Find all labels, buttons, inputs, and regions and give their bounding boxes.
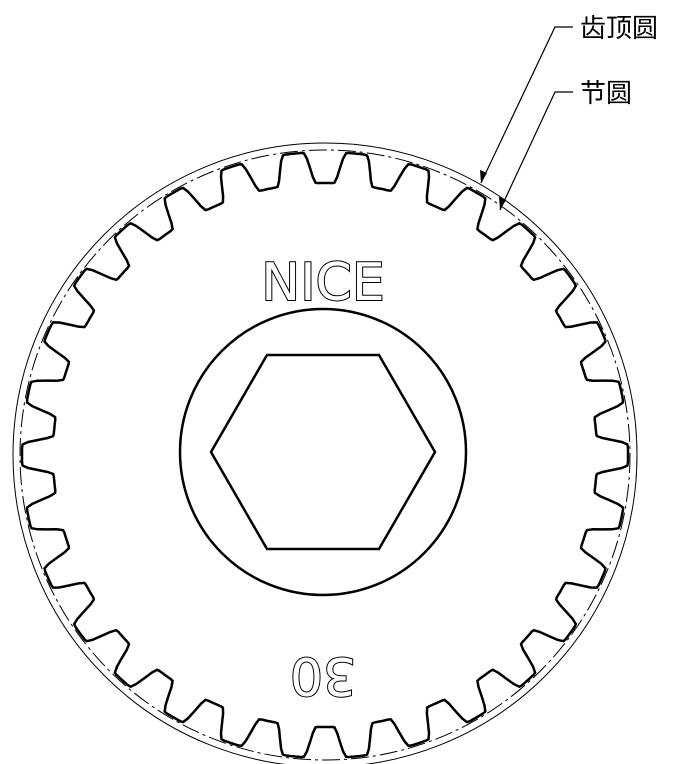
gear-tooth-profile <box>20 151 630 759</box>
pitch-circle-arrowhead <box>499 197 506 210</box>
bore-circle <box>178 307 468 597</box>
tip-circle-label: 齿顶圆 <box>580 14 658 44</box>
hex-socket <box>209 353 437 551</box>
brand-engraving: NICE <box>261 253 384 313</box>
tip-circle <box>12 142 638 764</box>
pitch-circle <box>19 149 631 761</box>
tip-circle-leader <box>480 26 573 184</box>
pitch-circle-leader <box>499 91 573 211</box>
tooth-count-engraving: 30 <box>290 645 356 705</box>
pitch-circle-label: 节圆 <box>580 79 632 109</box>
tip-circle-arrowhead <box>480 170 487 183</box>
